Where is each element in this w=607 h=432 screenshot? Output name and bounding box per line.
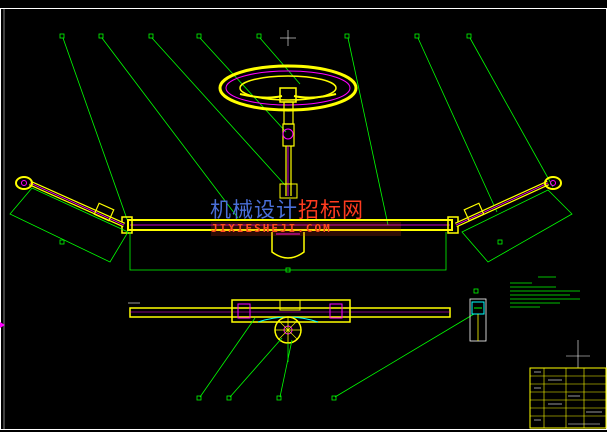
bottom-leader-markers [196,395,337,401]
watermark-title-part2: 招标网 [298,198,364,222]
steering-wheel-icon [218,64,358,112]
side-view-assembly [128,299,451,323]
watermark-subtitle: JIXIESHEJI.COM [211,222,401,236]
bottom-leader-lines [199,313,475,398]
detail-part [469,288,487,342]
ucs-marker-icon [0,322,5,328]
steering-gear-box [271,232,305,259]
section-outlines [9,187,573,273]
tie-rod-icon-left [15,176,126,228]
tie-rod-icon-right [454,176,562,228]
steering-column [279,101,298,199]
watermark-title-part1: 机械设计 [210,198,298,222]
technical-notes [510,276,580,308]
pinion-gear-icon [274,316,302,344]
top-leader-markers [59,33,472,39]
center-mark [280,30,296,46]
top-leader-lines [62,37,554,226]
title-block [529,340,607,429]
watermark-title: 机械设计招标网 [210,194,410,222]
